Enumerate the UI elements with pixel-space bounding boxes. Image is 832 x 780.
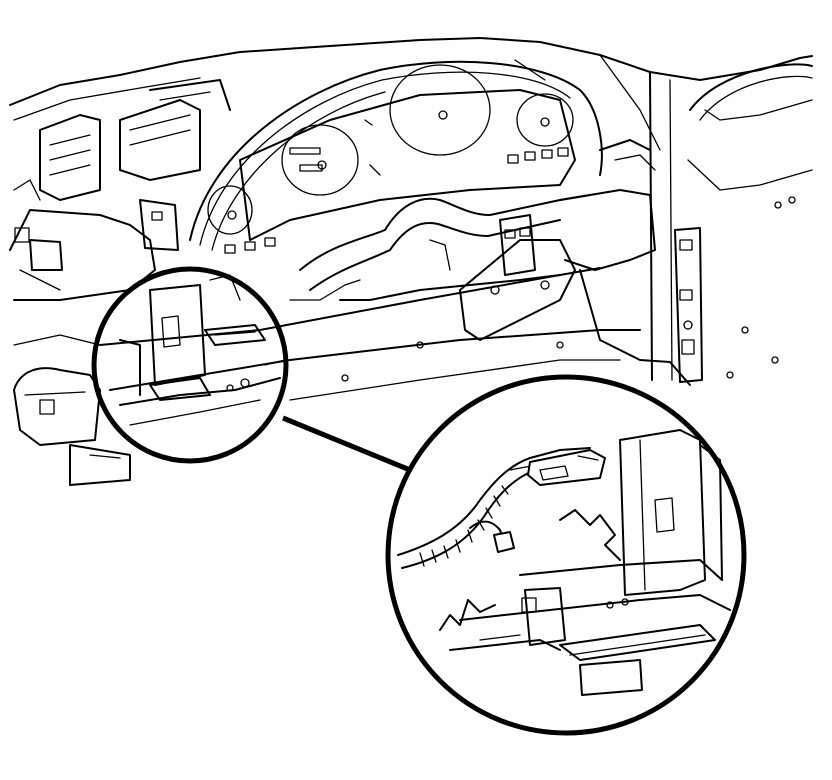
harness-location-circle <box>91 266 289 464</box>
lower-left-knee-bolster <box>13 334 131 486</box>
instrument-panel-view <box>9 37 813 486</box>
fuel-gauge <box>516 93 574 147</box>
temperature-gauge <box>207 185 253 235</box>
center-support-bracket <box>429 214 576 341</box>
break-edge-upper <box>559 509 621 561</box>
speedometer-gauge <box>389 64 491 156</box>
mounting-bracket <box>619 429 706 596</box>
break-edge-lower <box>439 599 496 631</box>
callout-connector-line <box>282 415 411 473</box>
lower-cross-rail <box>99 267 641 401</box>
instrument-cluster <box>207 59 576 254</box>
branch-pigtail <box>469 520 515 553</box>
door-panel-right <box>687 63 813 191</box>
dash-top-outline <box>9 37 813 381</box>
left-side-assembly <box>9 79 231 301</box>
magnified-detail-view <box>397 429 731 696</box>
harness-location-detail <box>119 274 286 426</box>
detail-magnifier-circle <box>385 374 747 736</box>
steering-column-opening <box>289 194 591 301</box>
cluster-hood <box>189 60 603 251</box>
harness-connector <box>527 449 606 486</box>
right-side-assembly <box>559 139 796 386</box>
tachometer-gauge <box>281 124 359 196</box>
